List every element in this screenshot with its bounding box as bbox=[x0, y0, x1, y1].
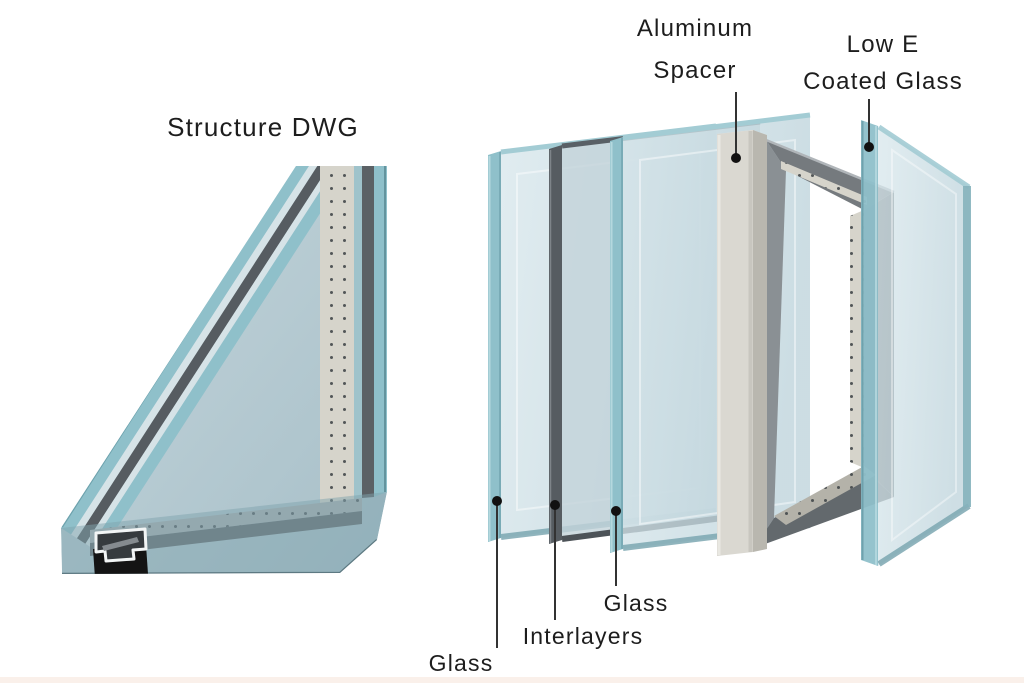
low-e-label-line1: Low E bbox=[846, 31, 920, 58]
glass-reflection bbox=[891, 148, 957, 542]
outer-glass-edge bbox=[61, 166, 327, 535]
interlayer-strip bbox=[77, 166, 341, 544]
aluminum-spacer-label-line2: Spacer bbox=[653, 57, 737, 84]
frame-bottom-perforation-dots bbox=[774, 466, 876, 525]
interlayer-thickness-edge bbox=[549, 145, 562, 544]
cross-section-view bbox=[61, 166, 387, 574]
interlayers-label: Interlayers bbox=[522, 623, 644, 649]
profile-reflection bbox=[102, 537, 139, 551]
glass-bottom-edge bbox=[877, 503, 971, 567]
aluminum-spacer-label-line1: Aluminum bbox=[636, 15, 754, 42]
glass-thickness-edge bbox=[861, 120, 878, 566]
exploded-view bbox=[488, 112, 971, 567]
frame-right-perforation-dots bbox=[850, 210, 864, 468]
perforation-dots bbox=[320, 166, 354, 503]
leader-dot bbox=[492, 496, 502, 506]
leader-dot bbox=[611, 506, 621, 516]
leader-dot bbox=[864, 142, 874, 152]
glass-gap bbox=[85, 166, 346, 547]
glass-face bbox=[878, 126, 970, 566]
frame-top-perforation-dots bbox=[781, 161, 867, 205]
aluminum-spacer-bar bbox=[717, 130, 767, 556]
spacer-side-face bbox=[753, 130, 767, 552]
low-e-glass-pane bbox=[861, 120, 971, 567]
leader-dot bbox=[550, 500, 560, 510]
spacer-front-face bbox=[717, 130, 753, 556]
edge-shadow-strip bbox=[362, 166, 374, 498]
glass-thickness-edge bbox=[488, 151, 501, 542]
glass-thickness-edge bbox=[610, 137, 623, 553]
glass-back-label: Glass bbox=[603, 590, 669, 616]
back-glass-edge bbox=[374, 166, 387, 497]
low-e-label-line2: Coated Glass bbox=[803, 68, 963, 95]
glass-front-label: Glass bbox=[428, 650, 494, 676]
low-e-coated-glass-label: Low E Coated Glass bbox=[803, 26, 963, 100]
leader-lines bbox=[492, 92, 874, 648]
footer-strip bbox=[0, 677, 1024, 683]
inner-glass-edge bbox=[90, 166, 356, 554]
leader-dot bbox=[731, 153, 741, 163]
glass-sliver bbox=[354, 166, 362, 499]
glass-top-edge bbox=[877, 124, 971, 190]
glass-gap bbox=[71, 166, 332, 539]
glass-top-edge bbox=[622, 112, 811, 141]
aluminum-spacer-label: Aluminum Spacer bbox=[637, 8, 753, 92]
frame-bottom-bar bbox=[754, 468, 894, 548]
structure-dwg-label: Structure DWG bbox=[167, 112, 359, 142]
